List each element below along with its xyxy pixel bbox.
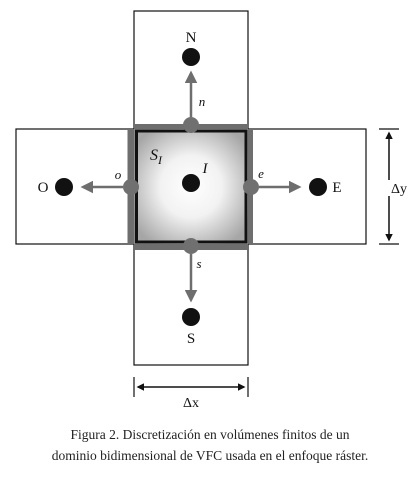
face-point-west: [123, 179, 139, 195]
node-label-east: E: [332, 180, 341, 196]
node-west: [55, 178, 73, 196]
caption-line-2: dominio bidimensional de VFC usada en el…: [51, 448, 369, 463]
node-south: [182, 308, 200, 326]
dy-label: Δy: [391, 182, 407, 197]
node-label-west: O: [38, 180, 49, 196]
surface-label: SI: [150, 147, 163, 167]
figure-caption: Figura 2. Discretización en volúmenes fi…: [0, 424, 420, 466]
node-north: [182, 48, 200, 66]
node-label-north: N: [186, 30, 197, 46]
finite-volume-diagram: N S O E I n s o e SI Δy Δx: [15, 10, 407, 411]
node-center: [182, 174, 200, 192]
face-point-east: [243, 179, 259, 195]
node-label-south: S: [187, 331, 195, 347]
node-east: [309, 178, 327, 196]
face-point-north: [183, 117, 199, 133]
surface-label-main: S: [150, 147, 158, 164]
dx-label: Δx: [183, 396, 199, 411]
face-label-north: n: [199, 94, 206, 109]
caption-line-1: Figura 2. Discretización en volúmenes fi…: [70, 427, 350, 442]
face-label-west: o: [115, 167, 122, 182]
node-label-center: I: [202, 161, 209, 177]
face-label-east: e: [258, 166, 264, 181]
face-point-south: [183, 238, 199, 254]
face-label-south: s: [196, 256, 201, 271]
surface-label-subscript: I: [157, 153, 163, 167]
